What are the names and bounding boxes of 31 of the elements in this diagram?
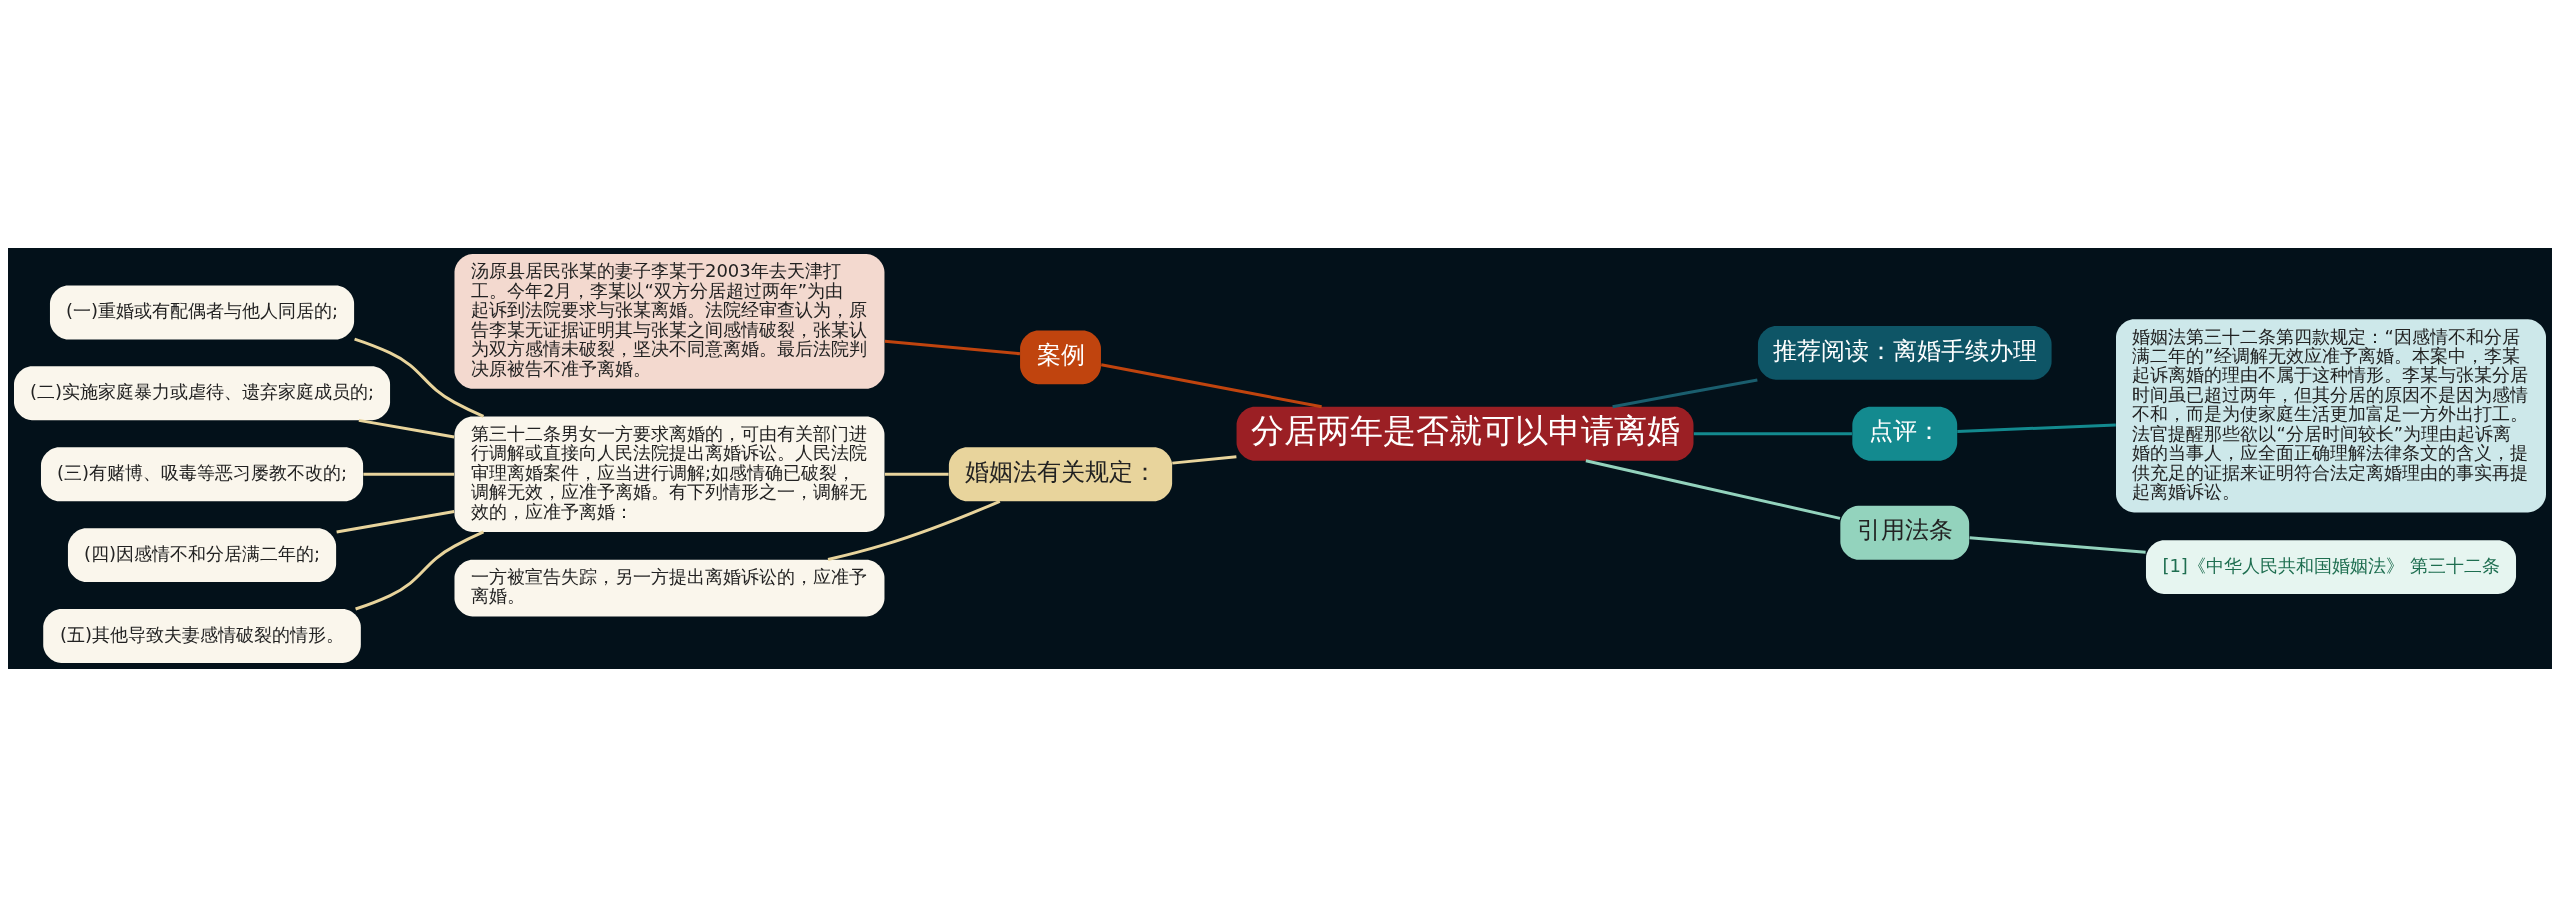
node-box: 一方被宣告失踪，另一方提出离婚诉讼的，应准予离婚。 xyxy=(454,559,885,617)
node-box: (四)因感情不和分居满二年的; xyxy=(67,527,337,582)
node-box: 案例 xyxy=(1020,329,1101,384)
connector xyxy=(354,337,485,418)
connector xyxy=(363,472,455,476)
node-box: [1]《中华人民共和国婚姻法》 第三十二条 xyxy=(2145,539,2517,594)
node-box: 第三十二条男女一方要求离婚的，可由有关部门进行调解或直接向人民法院提出离婚诉讼。人民法院审理离婚案件，应当进行调解;如感情确已破裂，调解无效，应准予离婚。有下列情形之一，调解无效的，应准予离婚： xyxy=(454,416,885,532)
connector xyxy=(336,509,455,533)
node-box: (二)实施家庭暴力或虐待、遗弃家庭成员的; xyxy=(14,365,391,420)
node-box: 婚姻法第三十二条第四款规定：“因感情不和分居满二年的”经调解无效应准予离婚。本案中，李某起诉离婚的理由不属于这种情形。李某与张某分居时间虽已超过两年，但其分居的原因不是因为感情不和，而是为使家庭生活更加富足一方外出打工。法官提醒那些欲以“分居时间较长”为理由起诉离婚的当事人，应全面正确理解法律条文的含义，提供充足的证据来证明符合法定离婚理由的事实再提起离婚诉讼。 xyxy=(2116,318,2546,512)
node-box: 分居两年是否就可以申请离婚 xyxy=(1236,406,1694,461)
connector xyxy=(1172,454,1237,465)
connector xyxy=(1100,362,1322,408)
connector xyxy=(884,472,949,476)
connector xyxy=(1612,377,1758,408)
node-box: (一)重婚或有配偶者与他人同居的; xyxy=(49,284,355,339)
node-box: 点评： xyxy=(1852,406,1958,461)
node-box: 汤原县居民张某的妻子李某于2003年去天津打工。今年2月，李某以“双方分居超过两年”为由起诉到法院要求与张某离婚。法院经审查认为，原告李某无证据证明其与张某之间感情破裂，张某认为双方感情未破裂，坚决不同意离婚。最后法院判决原被告不准予离婚。 xyxy=(454,253,885,389)
node-box: 婚姻法有关规定： xyxy=(948,446,1173,501)
connector xyxy=(827,499,1001,561)
connector xyxy=(355,530,485,610)
connector xyxy=(1693,431,1852,435)
connector xyxy=(1957,422,2116,433)
connector xyxy=(1969,535,2146,554)
connector xyxy=(884,339,1021,355)
node-box: (五)其他导致夫妻感情破裂的情形。 xyxy=(43,608,361,663)
node-box: 引用法条 xyxy=(1840,505,1970,560)
connector xyxy=(358,418,455,438)
node-box: (三)有赌博、吸毒等恶习屡教不改的; xyxy=(40,446,364,501)
connector xyxy=(1585,458,1841,520)
node-box: 推荐阅读：离婚手续办理 xyxy=(1757,325,2052,380)
